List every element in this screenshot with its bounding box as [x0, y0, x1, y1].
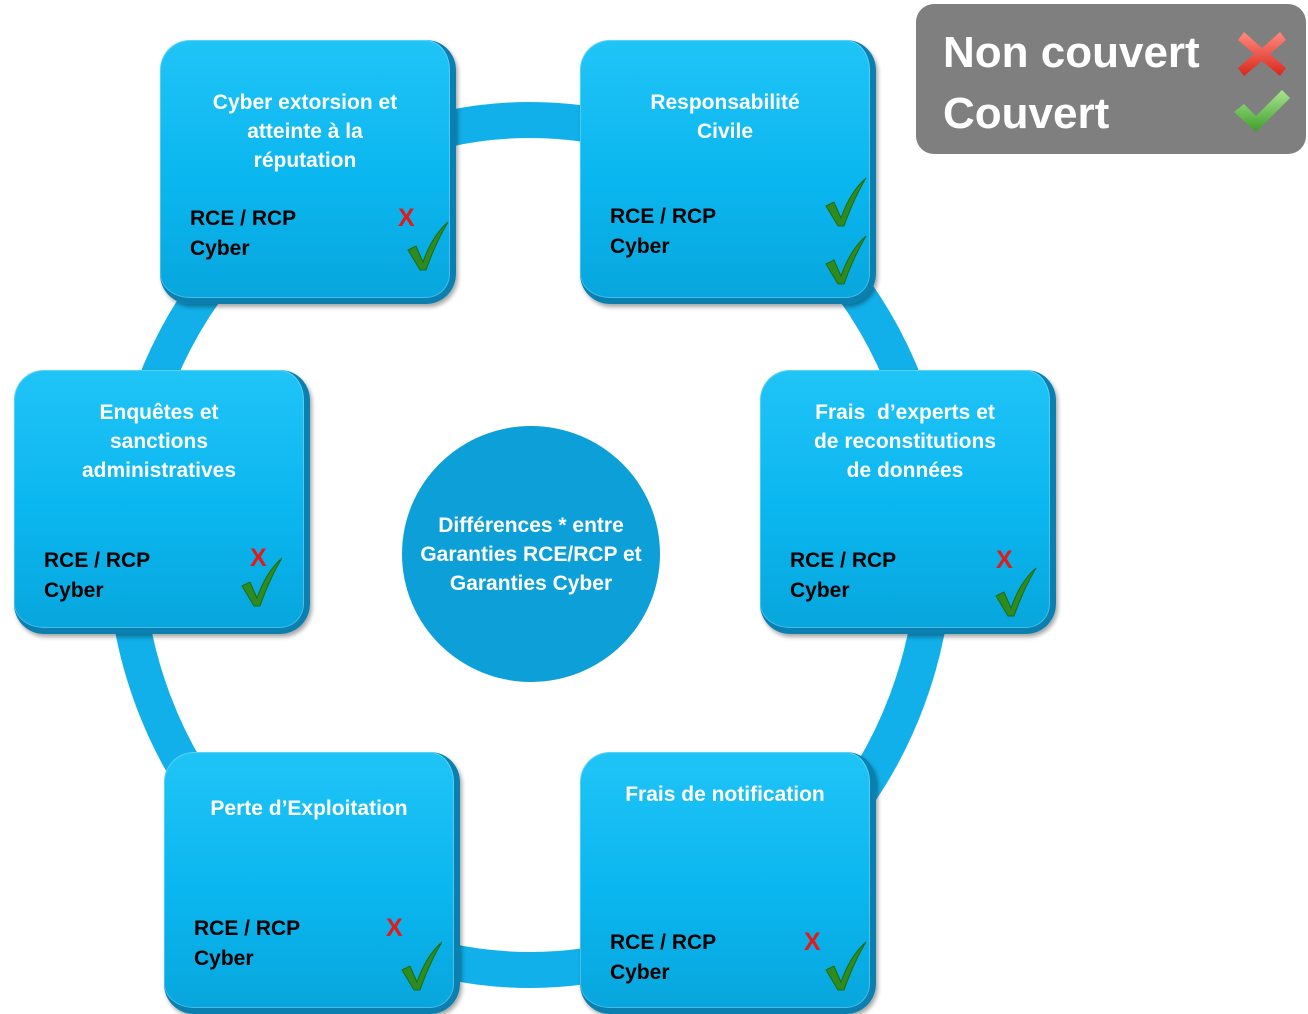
check-icon: [825, 177, 867, 227]
cyber-label: Cyber: [194, 947, 254, 970]
x-mark: X: [996, 546, 1013, 574]
box-enquetes-sanctions: Enquêtes et sanctions administratives RC…: [14, 370, 310, 634]
rce-rcp-label: RCE / RCP: [190, 207, 297, 230]
cyber-label: Cyber: [190, 237, 250, 260]
title-line: Frais d’experts et: [815, 401, 995, 424]
title-line: Responsabilité: [650, 91, 800, 114]
legend-couvert-label: Couvert: [943, 89, 1110, 138]
coverage-rows: RCE / RCP Cyber: [44, 546, 150, 606]
title-line: administratives: [81, 459, 237, 482]
box-frais-notification: Frais de notification RCE / RCP Cyber X: [580, 752, 876, 1014]
box-title: Perte d’Exploitation: [164, 794, 454, 823]
title-line: Frais de notification: [625, 783, 825, 806]
box-title: Frais de notification: [580, 780, 870, 809]
center-label: Différences * entre Garanties RCE/RCP et…: [420, 513, 642, 595]
title-line: Perte d’Exploitation: [210, 797, 408, 820]
title-line: Civile: [696, 120, 754, 143]
title-line: atteinte à la: [247, 120, 363, 143]
cyber-label: Cyber: [610, 961, 670, 984]
coverage-rows: RCE / RCP Cyber: [194, 914, 300, 974]
box-title: Frais d’experts et de reconstitutions de…: [760, 398, 1050, 485]
legend-box: Non couvert Couvert: [916, 4, 1306, 154]
x-mark: X: [386, 914, 403, 942]
check-icon: [241, 557, 283, 607]
title-line: Enquêtes et: [99, 401, 219, 424]
rce-rcp-label: RCE / RCP: [610, 931, 717, 954]
check-icon: [825, 941, 867, 991]
coverage-rows: RCE / RCP Cyber: [190, 204, 296, 264]
box-title: Responsabilité Civile: [580, 88, 870, 146]
check-icon: [995, 567, 1037, 617]
cross-icon: [1238, 32, 1286, 76]
coverage-rows: RCE / RCP Cyber: [790, 546, 896, 606]
coverage-rows: RCE / RCP Cyber: [610, 928, 716, 988]
x-mark: X: [804, 928, 821, 956]
box-cyber-extorsion: Cyber extorsion et atteinte à la réputat…: [160, 40, 456, 304]
x-mark: X: [250, 544, 267, 572]
title-line: réputation: [253, 149, 357, 172]
rce-rcp-label: RCE / RCP: [610, 205, 717, 228]
box-frais-experts: Frais d’experts et de reconstitutions de…: [760, 370, 1056, 634]
x-mark: X: [398, 204, 415, 232]
check-icon: [825, 235, 867, 285]
rce-rcp-label: RCE / RCP: [194, 917, 301, 940]
center-circle: Différences * entre Garanties RCE/RCP et…: [402, 426, 660, 682]
title-line: Cyber extorsion et: [212, 91, 398, 114]
check-icon: [1234, 90, 1290, 132]
check-icon: [401, 941, 443, 991]
cyber-label: Cyber: [44, 579, 104, 602]
title-line: sanctions: [109, 430, 209, 453]
title-line: de données: [846, 459, 964, 482]
coverage-rows: RCE / RCP Cyber: [610, 202, 716, 262]
title-line: de reconstitutions: [813, 430, 997, 453]
rce-rcp-label: RCE / RCP: [44, 549, 151, 572]
box-title: Enquêtes et sanctions administratives: [14, 398, 304, 485]
rce-rcp-label: RCE / RCP: [790, 549, 897, 572]
box-responsabilite-civile: Responsabilité Civile RCE / RCP Cyber: [580, 40, 876, 304]
check-icon: [407, 221, 449, 271]
cyber-label: Cyber: [610, 235, 670, 258]
legend-non-couvert-label: Non couvert: [943, 28, 1200, 77]
cyber-label: Cyber: [790, 579, 850, 602]
box-perte-exploitation: Perte d’Exploitation RCE / RCP Cyber X: [164, 752, 460, 1014]
box-title: Cyber extorsion et atteinte à la réputat…: [160, 88, 450, 175]
